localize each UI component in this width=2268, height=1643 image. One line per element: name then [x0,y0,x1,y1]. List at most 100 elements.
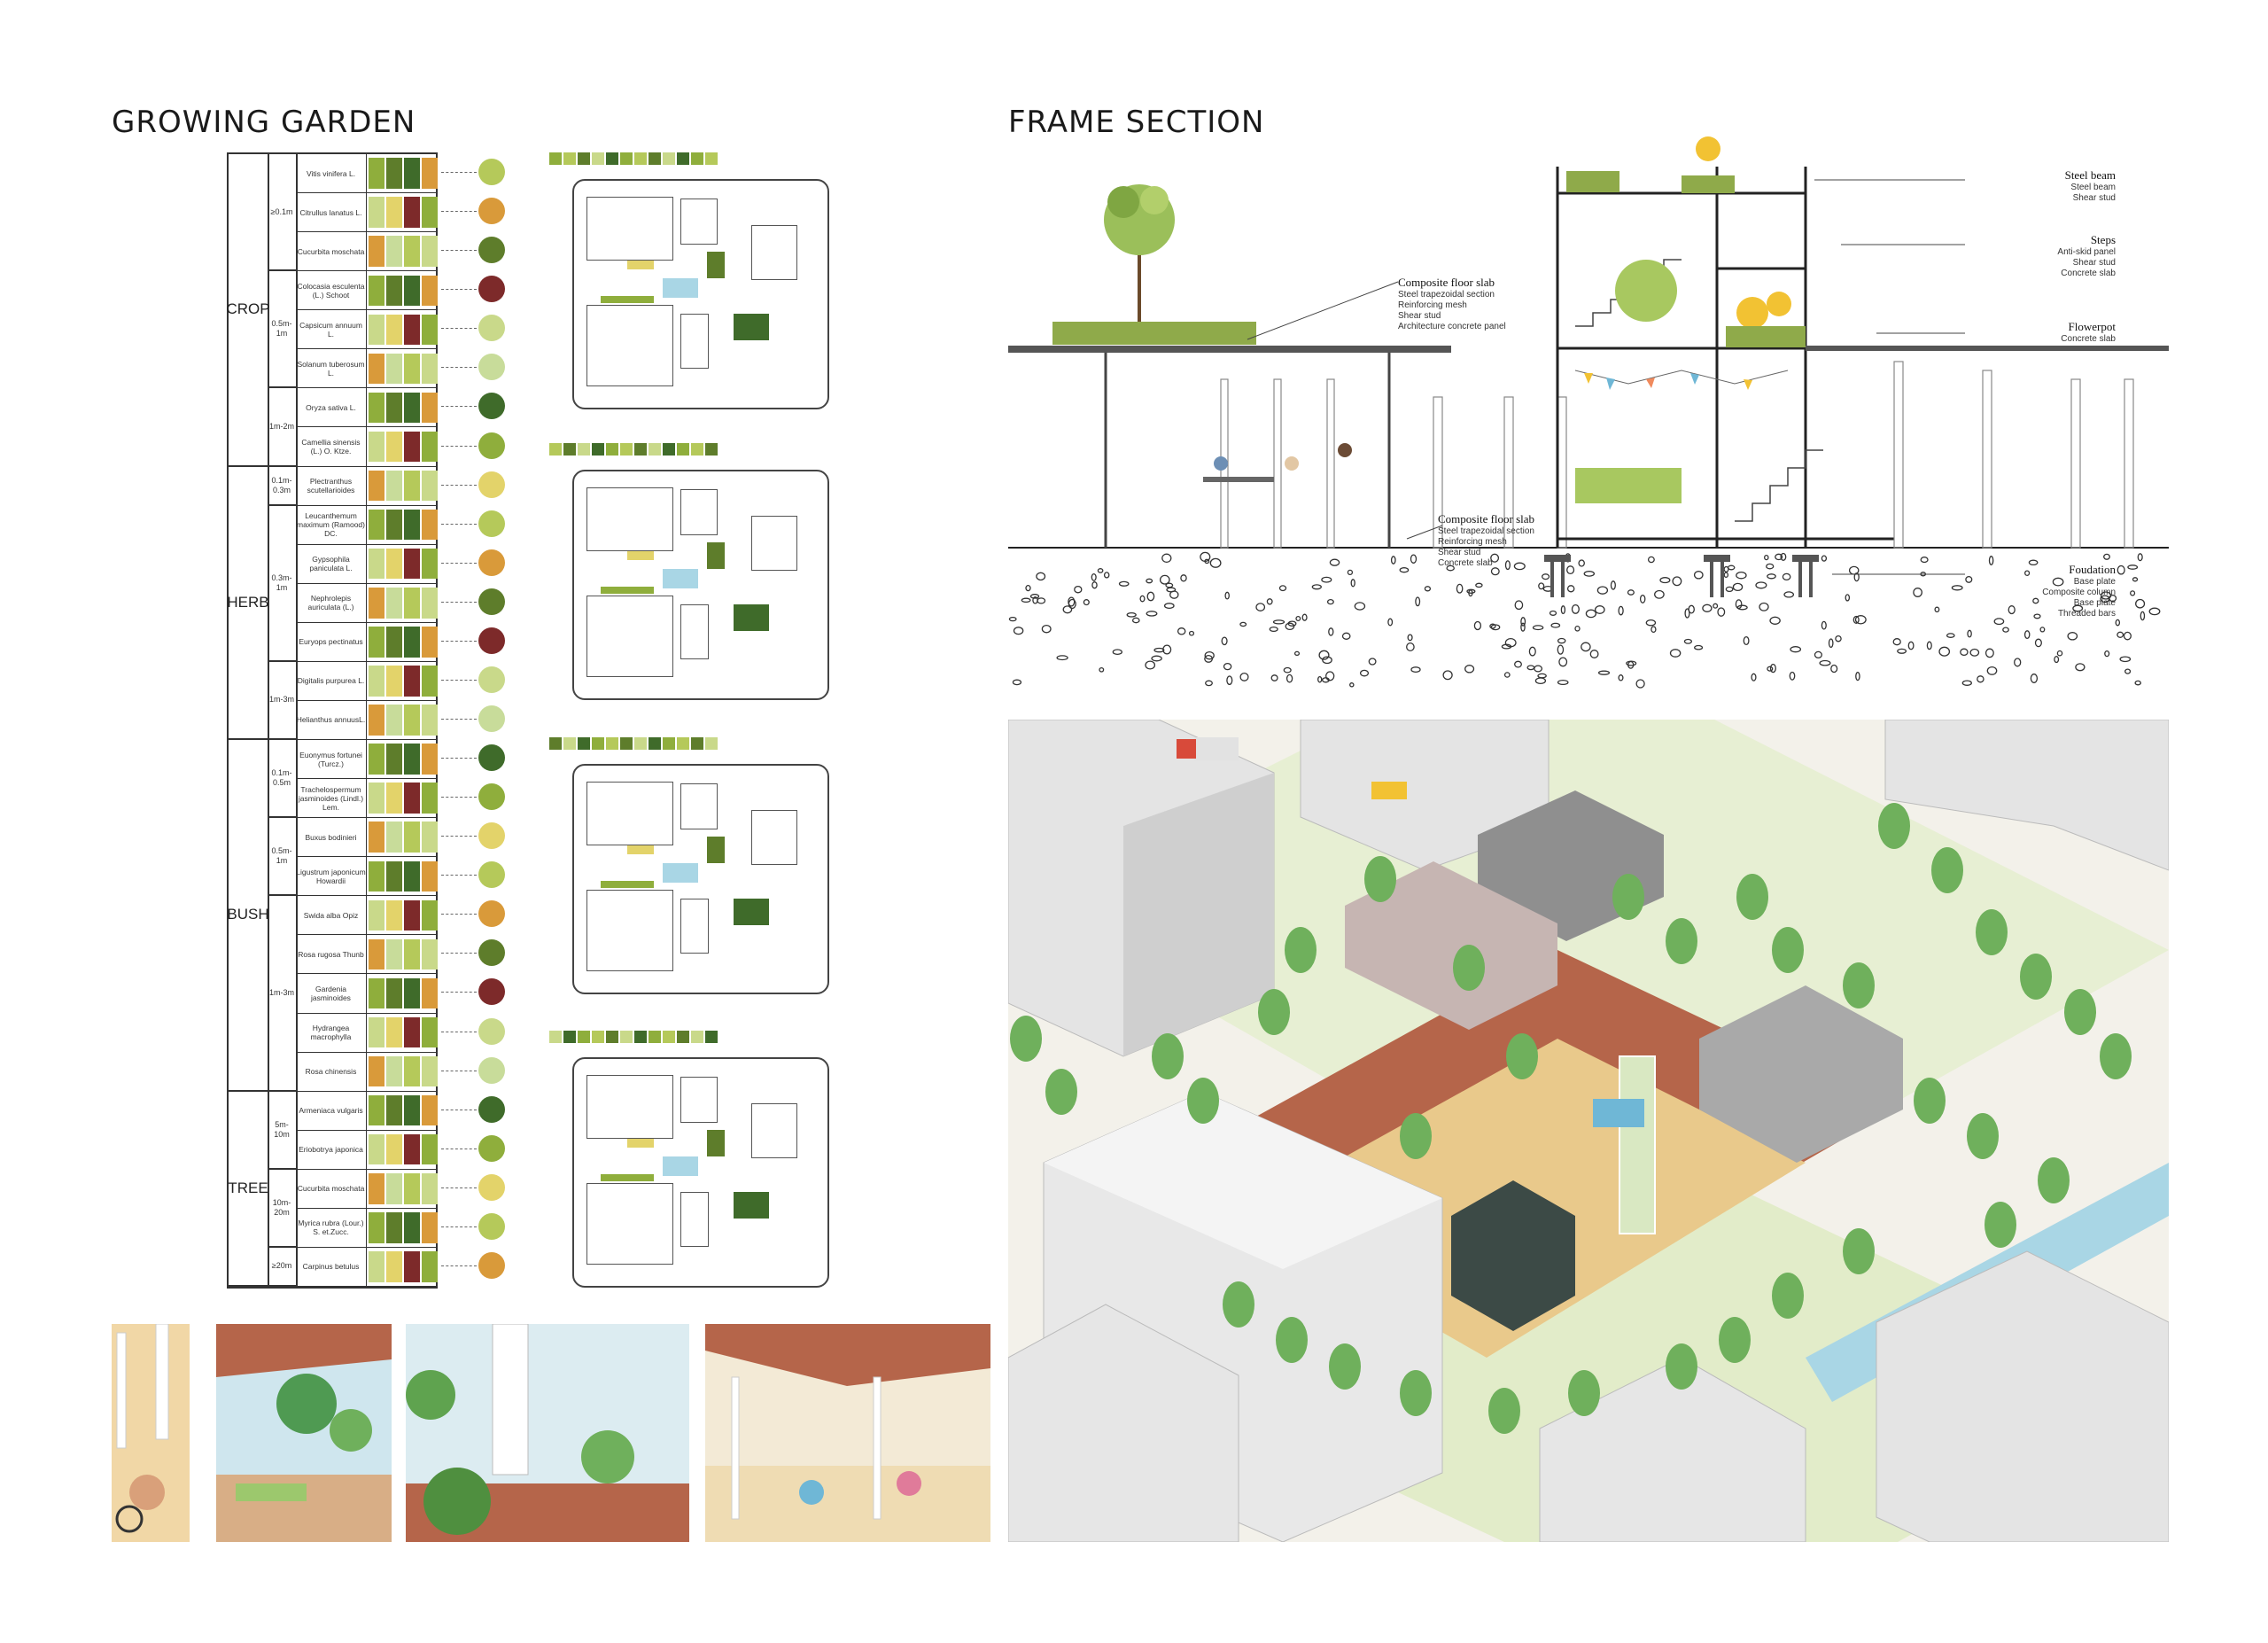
plant-name: Solanum tuberosum L. [296,349,367,388]
plant-name: Eriobotrya japonica [296,1130,367,1169]
label-title: Steps [2090,233,2116,246]
plant-swatch [404,1055,420,1087]
legend-block [663,737,675,750]
plant-name: Camellia sinensis (L.) O. Ktze. [296,427,367,466]
plant-name: Carpinus betulus [296,1247,367,1286]
plan-planting-bed [707,542,725,569]
tree [1666,1343,1697,1390]
legend-block [634,443,647,456]
tree [2100,1033,2132,1079]
tree [1878,803,1910,849]
legend-block [549,1031,562,1043]
plant-swatch [369,549,384,580]
plant-swatch [386,899,402,931]
plant-icon [478,705,505,732]
plant-swatch [404,705,420,736]
plan-planting-bed [734,604,769,631]
plant-row: Rosa rugosa Thunb [296,935,438,975]
plant-swatch [404,744,420,775]
plant-name: Cucurbita moschata [296,1169,367,1208]
plant-icon [478,744,505,772]
plan-room [680,604,709,659]
plant-row: Cucurbita moschata [296,232,438,272]
plant-icon [478,354,505,381]
leader-line [441,289,477,291]
tree [1914,1078,1946,1124]
plant-swatch [369,392,384,424]
plant-swatch [386,744,402,775]
tree [1258,989,1290,1035]
tree [1719,1317,1751,1363]
plant-swatch [404,470,420,502]
label-item: Threaded bars [2057,609,2116,619]
label-item: Concrete slab [2061,334,2116,344]
plant-swatch [386,627,402,658]
tree [1967,1113,1999,1159]
plant-name: Ligustrum japonicum Howardii [296,857,367,896]
plant-swatch [404,197,420,228]
plant-name: Buxus bodinieri [296,818,367,857]
plant-swatch [369,314,384,346]
plant-swatch [422,470,438,502]
plant-row: Swida alba Opiz [296,896,438,936]
leader-line [441,719,477,720]
plant-swatch [422,1094,438,1126]
plant-swatch [422,822,438,853]
plant-swatch [369,627,384,658]
label-item: Architecture concrete panel [1398,322,1506,331]
left-planter [1052,322,1256,345]
plant-row: Cucurbita moschata [296,1169,438,1209]
plant-row: Digitalis purpurea L. [296,661,438,701]
plant-name: Helianthus annuusL. [296,700,367,740]
plant-swatch [386,1016,402,1048]
plan-planting-bed [601,881,654,888]
label-title: Composite floor slab [1398,276,1495,289]
greenhouse [1451,1180,1575,1331]
plant-icon [478,588,505,615]
leader-line [441,679,477,681]
plan-room [680,899,709,954]
legend-block [620,443,633,456]
plan-planting-bed [734,899,769,925]
plant-swatch [369,158,384,189]
category-bush: BUSH [227,740,269,1092]
plan-planting-bed [601,296,654,303]
plant-swatch [369,353,384,385]
plant-swatch [369,938,384,970]
legend-block [691,152,703,165]
plant-icon [478,1134,505,1162]
plant-name: Hydrangea macrophylla [296,1013,367,1052]
label-item: Anti-skid panel [2057,247,2116,257]
plant-swatch [422,783,438,814]
plan-room [751,1103,797,1158]
tree [1152,1033,1184,1079]
plan-room [680,199,718,245]
label-composite-floor-slab-bottom: Composite floor slab Steel trapezoidal s… [1438,512,1615,569]
tree [1223,1281,1254,1328]
plant-icon [478,939,505,967]
plant-swatch [404,392,420,424]
label-item: Reinforcing mesh [1438,537,1507,547]
truck [1177,739,1196,759]
trees [1010,803,2132,1434]
legend-block [705,1031,718,1043]
plant-swatch [369,588,384,619]
legend-block [649,443,661,456]
plant-swatch [422,549,438,580]
height-range: 0.1m-0.5m [268,740,296,819]
planting-plan-card [572,764,829,994]
tree [1612,874,1644,920]
plant-swatch [404,588,420,619]
plant-swatch [386,197,402,228]
plan-room [751,225,797,280]
legend-block [606,152,618,165]
food-truck [1593,1099,1644,1127]
plant-swatch [369,860,384,892]
plant-row: Plectranthus scutellarioides [296,466,438,506]
plant-swatch [404,549,420,580]
plant-row: Vitis vinifera L. [296,154,438,194]
planting-plan-card [572,179,829,409]
plant-swatch [386,1251,402,1282]
plant-icon [478,666,505,693]
plan-legend-strip [549,443,726,457]
